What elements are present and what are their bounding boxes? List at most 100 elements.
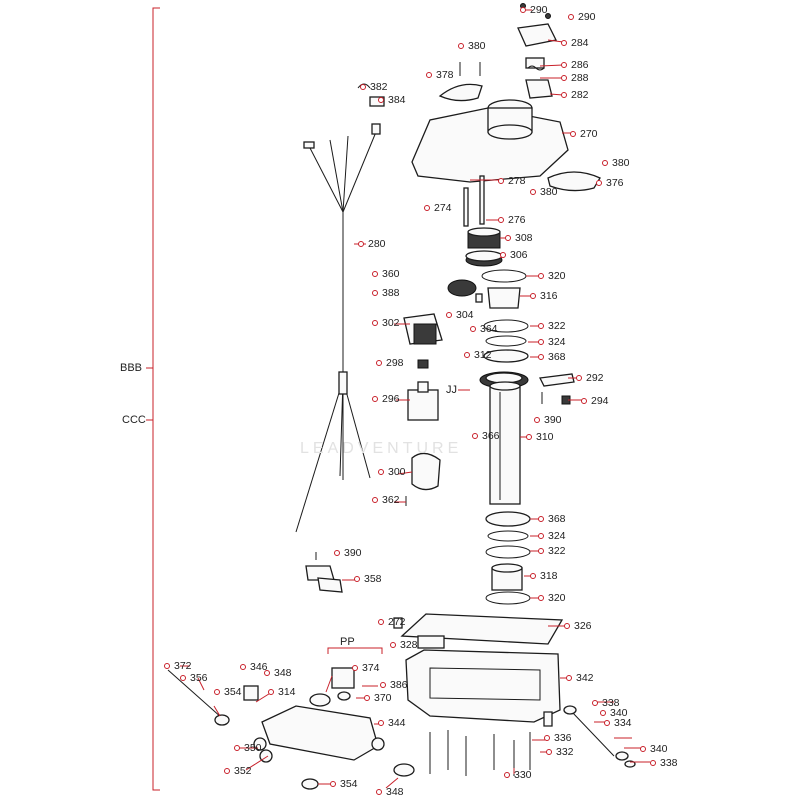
callout-marker [330,781,336,788]
callout-marker [214,689,220,696]
clip-358 [317,577,343,593]
part-callout-366: 366 [472,430,500,442]
bracket-label-ccc: CCC [122,414,146,426]
part-callout-326: 326 [564,620,592,632]
callout-marker [378,97,384,104]
part-callout-298: 298 [376,357,404,369]
part-callout-324: 324 [538,336,566,348]
part-callout-292: 292 [576,372,604,384]
part-callout-376: 376 [596,177,624,189]
link-plate-344 [261,705,379,761]
part-callout-338: 338 [592,697,620,709]
callout-number: 322 [548,320,566,332]
callout-marker [446,312,452,319]
part-callout-316: 316 [530,290,558,302]
part-callout-342: 342 [566,672,594,684]
arm-292 [539,373,575,387]
callout-marker [538,273,544,280]
part-callout-314: 314 [268,686,296,698]
part-callout-290: 290 [568,11,596,23]
callout-marker [570,131,576,138]
callout-marker [576,375,582,382]
motor-296 [407,389,439,421]
callout-number: 302 [382,317,400,329]
callout-number: 316 [540,290,558,302]
part-callout-380: 380 [458,40,486,52]
callout-marker [538,354,544,361]
part-callout-302: 302 [372,317,400,329]
part-callout-318: 318 [530,570,558,582]
callout-number: 340 [610,707,628,719]
part-callout-340: 340 [640,743,668,755]
callout-marker [546,749,552,756]
callout-number: 278 [508,175,526,187]
part-callout-274: 274 [424,202,452,214]
part-callout-388: 388 [372,287,400,299]
block-356 [331,667,355,689]
part-callout-350: 350 [234,742,262,754]
callout-number: 348 [274,667,292,679]
bushing-316 [487,287,521,309]
ring-320-top [481,269,527,283]
callout-marker [538,548,544,555]
callout-marker [464,352,470,359]
callout-marker [568,14,574,21]
callout-marker [538,323,544,330]
callout-marker [561,40,567,47]
tube-310 [489,385,521,505]
part-callout-322: 322 [538,320,566,332]
callout-marker [240,664,246,671]
callout-number: 270 [580,128,598,140]
callout-marker [581,398,587,405]
callout-number: 390 [544,414,562,426]
part-callout-332: 332 [546,746,574,758]
pin-274 [463,187,469,227]
callout-number: 348 [386,786,404,798]
callout-marker [602,160,608,167]
callout-marker [180,675,186,682]
callout-number: 276 [508,214,526,226]
callout-number: 350 [244,742,262,754]
part-callout-278: 278 [498,175,526,187]
part-callout-286: 286 [561,59,589,71]
callout-marker [376,789,382,796]
callout-number: 296 [382,393,400,405]
callout-marker [376,360,382,367]
callout-number: 336 [554,732,572,744]
part-callout-382: 382 [360,81,388,93]
part-callout-390: 390 [334,547,362,559]
callout-marker [378,720,384,727]
callout-marker [530,189,536,196]
callout-marker [534,417,540,424]
callout-number: 338 [660,757,678,769]
callout-number: 370 [374,692,392,704]
callout-marker [372,396,378,403]
rod-374 [167,669,223,719]
callout-number: 372 [174,660,192,672]
callout-number: 308 [515,232,533,244]
callout-number: 324 [548,530,566,542]
part-callout-348: 348 [264,667,292,679]
part-callout-356: 356 [180,672,208,684]
callout-number: 300 [388,466,406,478]
part-callout-284: 284 [561,37,589,49]
callout-marker [472,433,478,440]
part-callout-324: 324 [538,530,566,542]
callout-marker [561,62,567,69]
plate-282 [525,79,553,99]
callout-number: 354 [340,778,358,790]
callout-number: 388 [382,287,400,299]
part-callout-384: 384 [378,94,406,106]
callout-number: 320 [548,592,566,604]
callout-marker [470,326,476,333]
base-housing-342 [405,649,561,723]
callout-marker [538,516,544,523]
callout-number: 344 [388,717,406,729]
callout-marker [372,290,378,297]
part-callout-304: 304 [446,309,474,321]
callout-number: 386 [390,679,408,691]
part-callout-344: 344 [378,717,406,729]
callout-number: 366 [482,430,500,442]
callout-marker [164,663,170,670]
